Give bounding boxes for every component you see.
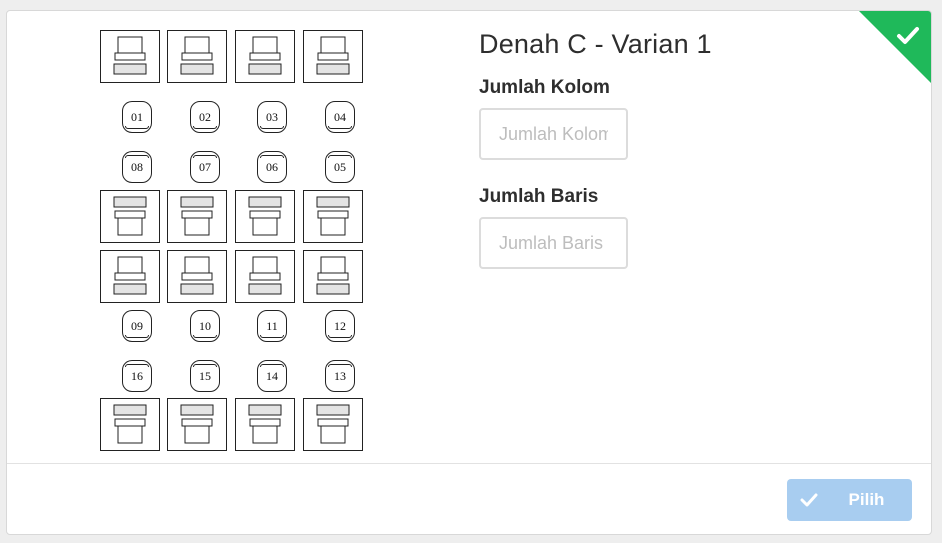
layout-title: Denah C - Varian 1 [479, 29, 712, 59]
desk [303, 398, 363, 451]
seat-10[interactable]: 10 [190, 310, 220, 342]
seat-13[interactable]: 13 [325, 360, 355, 392]
check-icon [787, 492, 831, 508]
seat-map: 01 02 03 04 08 07 06 05 09 10 11 12 16 1… [100, 30, 366, 451]
footer-divider [7, 463, 931, 464]
desk [100, 190, 160, 243]
seat-03[interactable]: 03 [257, 101, 287, 133]
seat-05[interactable]: 05 [325, 151, 355, 183]
desk [235, 190, 295, 243]
desk [303, 250, 363, 303]
check-icon [897, 27, 919, 44]
rows-label: Jumlah Baris [479, 186, 599, 207]
seat-06[interactable]: 06 [257, 151, 287, 183]
desk [167, 398, 227, 451]
seat-11[interactable]: 11 [257, 310, 287, 342]
desk [167, 30, 227, 83]
desk [235, 30, 295, 83]
seat-04[interactable]: 04 [325, 101, 355, 133]
desk [167, 190, 227, 243]
columns-input[interactable] [479, 108, 628, 160]
seat-12[interactable]: 12 [325, 310, 355, 342]
seat-16[interactable]: 16 [122, 360, 152, 392]
columns-label: Jumlah Kolom [479, 77, 610, 98]
desk [303, 190, 363, 243]
desk [235, 250, 295, 303]
seat-14[interactable]: 14 [257, 360, 287, 392]
seat-08[interactable]: 08 [122, 151, 152, 183]
desk [235, 398, 295, 451]
layout-card[interactable]: 01 02 03 04 08 07 06 05 09 10 11 12 16 1… [6, 10, 932, 535]
desk [303, 30, 363, 83]
select-button[interactable]: Pilih [787, 479, 912, 521]
seat-09[interactable]: 09 [122, 310, 152, 342]
desk [100, 250, 160, 303]
desk [100, 30, 160, 83]
select-button-label: Pilih [848, 490, 885, 509]
seat-07[interactable]: 07 [190, 151, 220, 183]
seat-01[interactable]: 01 [122, 101, 152, 133]
seat-15[interactable]: 15 [190, 360, 220, 392]
desk [100, 398, 160, 451]
desk [167, 250, 227, 303]
rows-input[interactable] [479, 217, 628, 269]
seat-02[interactable]: 02 [190, 101, 220, 133]
selected-corner-badge [859, 11, 931, 83]
